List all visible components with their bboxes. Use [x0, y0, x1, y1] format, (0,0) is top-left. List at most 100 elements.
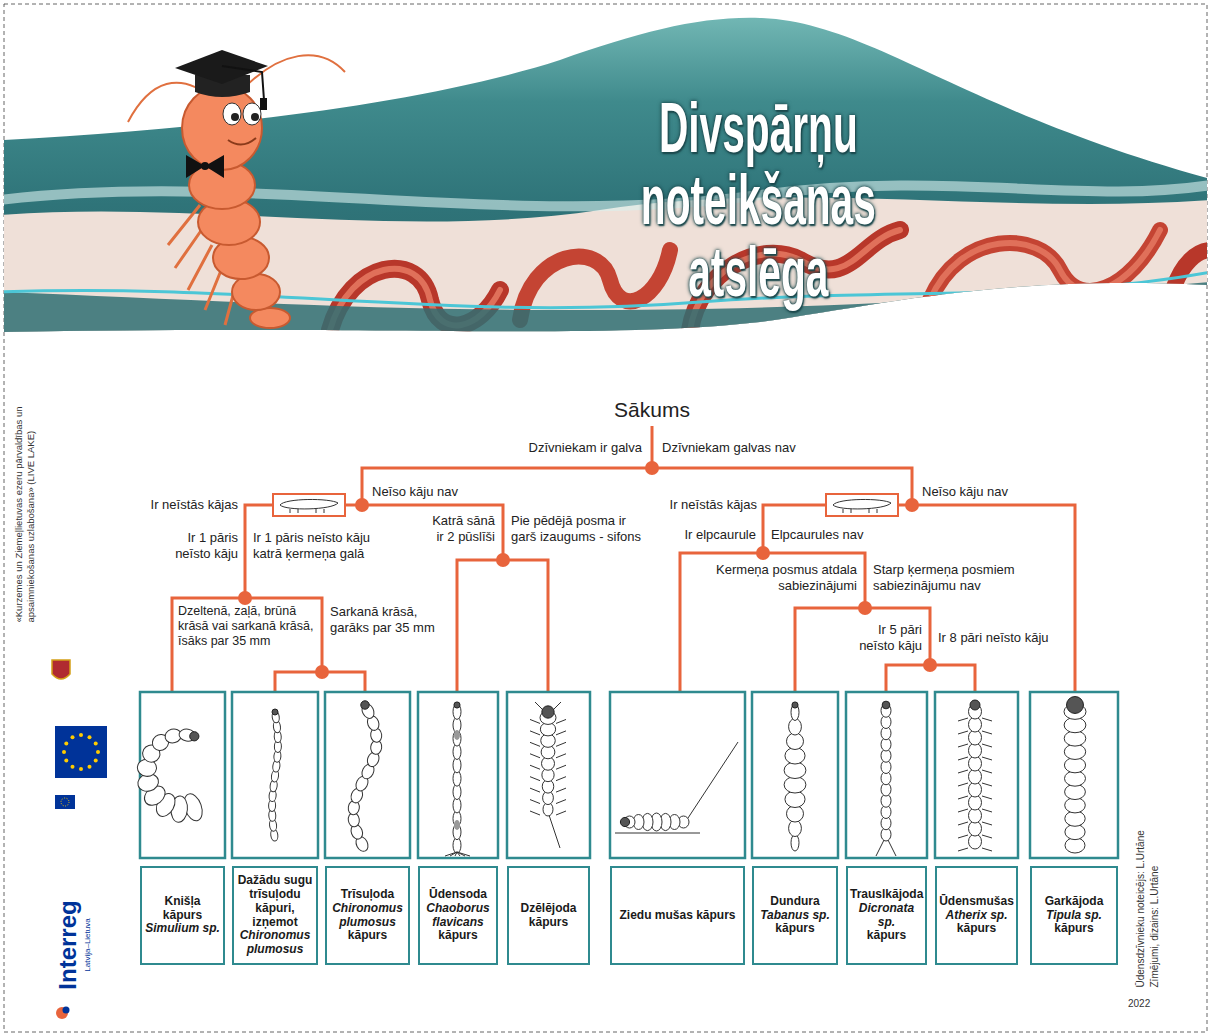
logos — [52, 660, 107, 1019]
node-text: Trauslkājoda — [850, 888, 923, 902]
proleg-icon — [833, 499, 891, 508]
node-text: Chaoborus flavicans — [422, 902, 494, 930]
branch-label: Ir 8 pāri neīsto kāju — [938, 630, 1068, 646]
branch-label: Neīso kāju nav — [372, 484, 487, 500]
picture-box — [1030, 692, 1118, 858]
larva-detail — [530, 742, 540, 746]
larva-detail — [688, 742, 738, 818]
larva-detail — [958, 796, 968, 799]
node-text: Dzēlējoda kāpurs — [511, 902, 586, 930]
larva-detail — [958, 770, 968, 773]
banner-photo — [0, 197, 1211, 340]
branch-label: Sarkanā krāsā, garāks par 35 mm — [330, 604, 446, 636]
larva-detail — [556, 719, 566, 723]
decision-tree-lines — [172, 426, 1075, 692]
decision-tree-lines — [362, 505, 503, 560]
node-text: Dažādu sugu trīsuļodu kāpuri, izņemot — [236, 874, 314, 929]
node-text: kāpurs — [1034, 922, 1114, 936]
credit-note: Ūdensdzīvnieku noteicējs: L.Urtāne — [1134, 793, 1146, 988]
larva-head — [190, 732, 199, 741]
larva-detail — [530, 811, 540, 815]
picture-box — [232, 692, 318, 858]
branch-label: Ir elpcaurule — [661, 527, 756, 543]
node-text: Atherix sp. — [939, 909, 1014, 923]
larva-detail — [982, 744, 992, 747]
larva-detail — [876, 840, 884, 856]
junction-dots — [923, 658, 937, 672]
node-text: kāpurs — [329, 929, 406, 943]
name-box: DunduraTabanus sp.kāpurs — [752, 866, 838, 965]
name-box: TrīsuļodaChironomus plumosuskāpurs — [325, 866, 410, 965]
name-box: Dažādu sugu trīsuļodu kāpuri, izņemotChi… — [232, 866, 318, 965]
junction-dots — [496, 553, 510, 567]
name-box: Knišļa kāpursSimulium sp. — [140, 866, 225, 965]
shrimp-mascot — [260, 98, 267, 110]
logos — [61, 798, 69, 806]
larva-detail — [530, 719, 540, 723]
branch-label: Ir 5 pāri neīsto kāju — [842, 622, 922, 654]
picture-box — [935, 692, 1018, 858]
node-text: Trīsuļoda — [329, 888, 406, 902]
name-box: Ziedu mušas kāpurs — [610, 866, 745, 965]
larva-detail — [454, 730, 460, 740]
branch-label: Ir neīstās kājas — [133, 497, 238, 513]
shrimp-mascot — [128, 50, 345, 328]
node-text: Chironomus plumosus — [236, 929, 314, 957]
junction-dots — [645, 461, 659, 475]
larva-segment — [360, 702, 377, 721]
logos — [94, 759, 98, 763]
logos — [79, 767, 83, 771]
shrimp-mascot — [243, 103, 261, 125]
name-box: Dzēlējoda kāpurs — [507, 866, 590, 965]
node-text: kāpurs — [850, 929, 923, 943]
proleg-icon — [826, 494, 898, 516]
node-text: Ūdensmušas — [939, 895, 1014, 909]
proleg-icon — [843, 509, 877, 513]
larva-head — [620, 817, 629, 826]
logos — [94, 742, 98, 746]
shrimp-mascot — [251, 113, 259, 121]
branch-label: Pie pēdējā posma ir garš izaugums - sifo… — [511, 513, 647, 545]
banner-photo — [0, 0, 1211, 340]
logos — [88, 735, 92, 739]
project-note: «Kurzemes un Ziemeļlietuvas ezeru pārval… — [12, 338, 36, 623]
shrimp-mascot — [231, 113, 239, 121]
shrimp-mascot — [223, 103, 241, 125]
logos — [62, 750, 66, 754]
logo-text: Latvija–Lietuva — [83, 890, 93, 1000]
larva-detail — [615, 833, 700, 834]
decision-tree-lines — [763, 505, 1075, 692]
node-text: Ūdensoda — [422, 888, 494, 902]
larva-detail — [530, 731, 540, 735]
branch-label: Katrā sānā ir 2 pūslīši — [425, 513, 495, 545]
proleg-icon — [273, 494, 345, 516]
decision-tree-lines — [457, 560, 548, 692]
branch-label: Ir neīstās kājas — [652, 497, 757, 513]
larva-detail — [982, 757, 992, 760]
larva-detail — [530, 754, 540, 758]
larva-detail — [450, 852, 457, 856]
branch-label: Ir 1 pāris neīsto kāju katrā ķermeņa gal… — [253, 530, 378, 562]
node-text: Knišļa kāpurs — [144, 895, 221, 923]
larva-pictures — [876, 701, 896, 856]
larva-detail — [982, 835, 992, 838]
larva-detail — [958, 744, 968, 747]
larva-detail — [958, 731, 968, 734]
larva-detail — [958, 835, 968, 838]
larva-detail — [982, 783, 992, 786]
larva-detail — [556, 811, 566, 815]
junction-dots — [315, 665, 329, 679]
larva-detail — [958, 848, 968, 851]
banner-photo — [0, 282, 1211, 340]
logos — [96, 750, 100, 754]
banner-photo — [520, 250, 670, 320]
larva-pictures — [784, 702, 806, 851]
larva-detail — [982, 809, 992, 812]
shrimp-mascot — [240, 55, 345, 92]
proleg-icon — [280, 499, 338, 508]
larva-head — [272, 709, 278, 715]
logos — [88, 765, 92, 769]
larva-detail — [445, 852, 457, 856]
larva-detail — [958, 809, 968, 812]
larva-detail — [530, 777, 540, 781]
